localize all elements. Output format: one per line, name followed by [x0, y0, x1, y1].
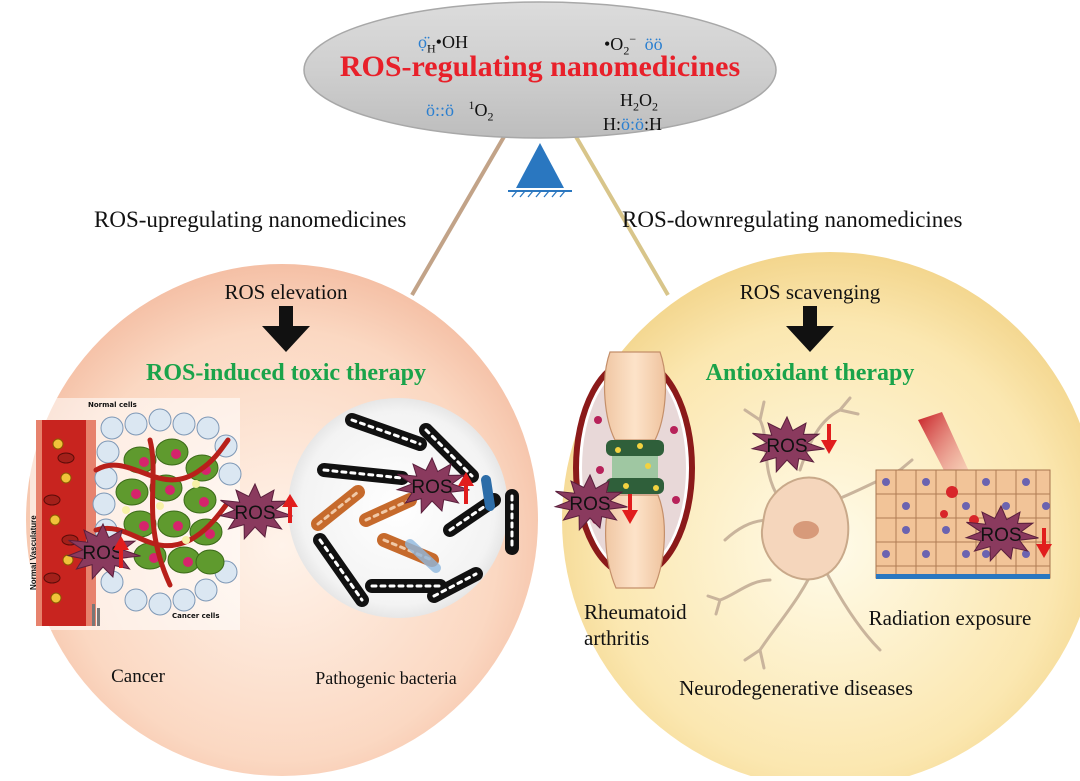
hydrogen-peroxide: H2O2 [620, 90, 658, 115]
peroxide-sub-2: 2 [652, 99, 658, 114]
right-down-arrow-icon [786, 306, 834, 352]
left-step: ROS elevation [224, 280, 348, 304]
peroxide-o: O [639, 90, 652, 110]
left-circle [26, 264, 538, 776]
ros-starburst-icon [395, 456, 470, 515]
left-heading: ROS-upregulating nanomedicines [94, 207, 407, 232]
hydroxyl-dots: ọ̈ [418, 32, 427, 52]
ra-label-line2: arthritis [584, 626, 650, 650]
ros-up-arrow-icon [282, 494, 298, 523]
singlet-dots: ö::ö [426, 100, 455, 120]
bacteria-illustration [288, 398, 519, 618]
ros-badge: ROS [750, 415, 825, 474]
left-therapy: ROS-induced toxic therapy [145, 360, 427, 386]
ros-badge: ROS [218, 482, 293, 541]
ros-starburst-icon [750, 415, 825, 474]
cancer-illustration [30, 398, 242, 630]
right-support-line [573, 133, 670, 297]
normal-vasculature-label: Normal Vasculature [29, 515, 38, 590]
superoxide-sup: − [629, 32, 637, 46]
cancer-cells-label: Cancer cells [172, 612, 220, 620]
hydroxyl-label: •OH [435, 32, 468, 52]
ros-badge-text: ROS [411, 477, 452, 498]
peroxide-h-right: :H [644, 114, 663, 134]
ros-up-arrow-icon [113, 536, 129, 568]
superoxide-label: •O [604, 34, 624, 54]
page-title: ROS-regulating nanomedicines [339, 50, 741, 83]
peroxide-structure: H:ö:ö:H [603, 114, 662, 135]
ros-badge-text: ROS [766, 436, 807, 457]
ros-badge-text: ROS [234, 503, 275, 524]
left-support-line [410, 133, 507, 297]
right-heading: ROS-downregulating nanomedicines [622, 207, 963, 232]
cancer-label: Cancer [111, 666, 165, 687]
ros-badge-text: ROS [569, 494, 610, 515]
ros-arrows [113, 424, 1052, 568]
ros-starburst-icon [553, 473, 628, 532]
balance-fulcrum-icon [508, 143, 572, 198]
ra-label-line1: Rheumatoid [584, 600, 687, 624]
radiation-label: Radiation exposure [868, 606, 1032, 630]
left-down-arrow-icon [262, 306, 310, 352]
ros-down-arrow-icon [1036, 528, 1052, 558]
ros-badge: ROS [964, 504, 1039, 563]
ros-starburst-icon [218, 482, 293, 541]
hydroxyl-radical: ọ̈H•OH [418, 32, 468, 57]
singlet-label: O [474, 100, 488, 120]
ros-badge: ROS [395, 456, 470, 515]
singlet-oxygen: ö::ö 1O2 [426, 98, 494, 125]
right-therapy: Antioxidant therapy [705, 360, 915, 386]
peroxide-h: H [620, 90, 633, 110]
superoxide-dots: öö [644, 34, 663, 54]
superoxide-radical: •O2− öö [604, 32, 663, 59]
ros-badge-text: ROS [980, 525, 1021, 546]
superoxide-sub: 2 [623, 43, 630, 58]
right-step: ROS scavenging [739, 280, 881, 304]
normal-cells-label: Normal cells [88, 401, 137, 409]
joint-illustration [573, 351, 695, 589]
peroxide-h-left: H: [603, 114, 621, 134]
hydroxyl-h: H [427, 41, 436, 56]
ros-down-arrow-icon [622, 494, 638, 524]
singlet-sub: 2 [487, 109, 494, 124]
title-ellipse [303, 1, 777, 139]
ros-badge: ROS [553, 473, 628, 532]
ros-up-arrow-icon [458, 472, 474, 504]
bacteria-label: Pathogenic bacteria [315, 668, 457, 688]
ros-starburst-icon [964, 504, 1039, 563]
neuro-label: Neurodegenerative diseases [679, 676, 913, 700]
peroxide-sub-1: 2 [633, 99, 639, 114]
ros-badge-text: ROS [82, 543, 123, 564]
peroxide-dots: ö:ö [621, 114, 645, 134]
singlet-sup: 1 [468, 98, 475, 112]
ros-down-arrow-icon [821, 424, 837, 454]
